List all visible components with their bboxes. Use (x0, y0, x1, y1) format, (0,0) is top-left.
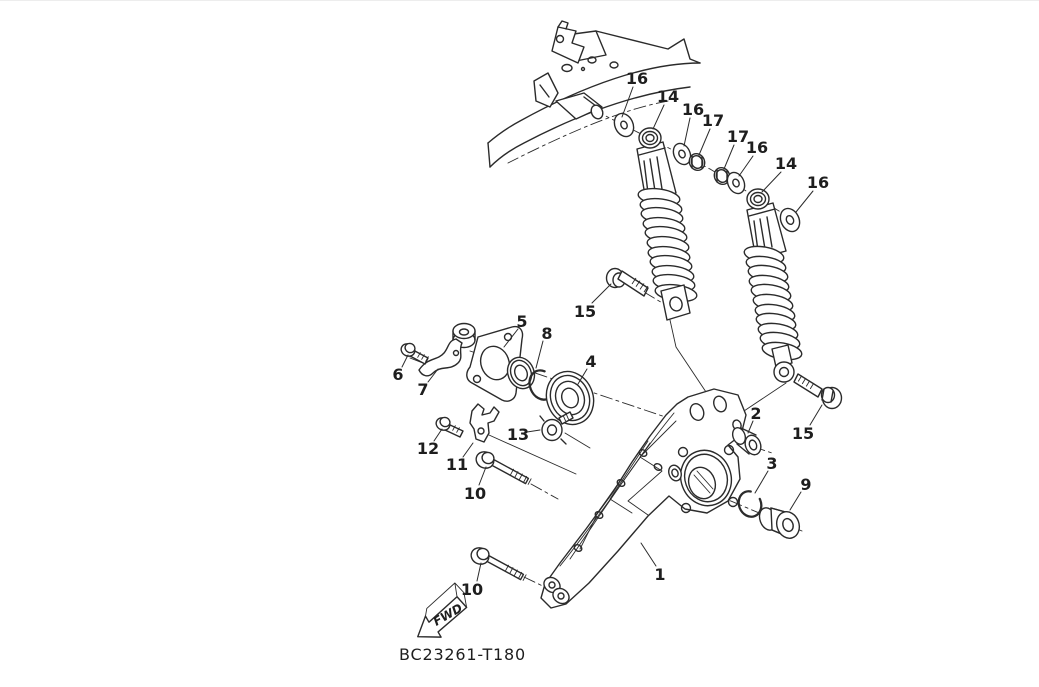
bolt-15-left (605, 267, 649, 297)
part-code: BC23261-T180 (399, 645, 526, 664)
callout-leader (754, 470, 769, 494)
top-washers-and-nuts (613, 112, 801, 233)
callout-leader (795, 190, 814, 213)
callout-label: 7 (417, 380, 428, 399)
bolt-10-lower (470, 547, 527, 581)
bolt-10-upper (475, 451, 532, 485)
right-shock-absorber (743, 188, 803, 383)
callout-label: 9 (800, 475, 811, 494)
callout-leader (503, 328, 519, 348)
callout-leader (433, 428, 443, 442)
bearing-4 (545, 370, 595, 426)
bracket-7 (418, 338, 463, 377)
bracket-11 (469, 403, 500, 443)
callout-label: 12 (417, 439, 439, 458)
callout-leader (476, 562, 482, 582)
callout-label: 4 (585, 352, 596, 371)
callout-leader (591, 283, 612, 304)
callout-leader (738, 155, 754, 177)
bolt-15-right (793, 373, 843, 410)
callout-label: 3 (766, 454, 777, 473)
bolt-12 (435, 416, 464, 438)
bushing-2 (731, 427, 762, 456)
callout-label: 14 (775, 154, 797, 173)
callout-label: 16 (682, 100, 704, 119)
callout-label: 6 (392, 365, 403, 384)
right-small-parts (731, 427, 801, 539)
callout-leader (577, 368, 588, 385)
fwd-symbol: FWD (417, 582, 468, 638)
callout-label: 17 (727, 127, 749, 146)
left-shock-absorber (636, 127, 698, 321)
callout-label: 10 (464, 484, 486, 503)
callout-label: 15 (792, 424, 814, 443)
callout-label: 15 (574, 302, 596, 321)
frame-sketch (487, 20, 701, 168)
callout-leader (683, 117, 691, 147)
callout-label: 16 (807, 173, 829, 192)
callout-leader (535, 340, 544, 369)
bolt-6 (400, 342, 429, 365)
clamp-13 (539, 411, 574, 445)
callout-leader (698, 128, 711, 156)
callout-label: 8 (541, 324, 552, 343)
pivot-parts (400, 322, 595, 426)
linkage-parts (435, 403, 574, 581)
callout-leader (526, 429, 541, 433)
callout-label: 13 (507, 425, 529, 444)
swingarm (540, 388, 747, 609)
callout-leader (789, 491, 802, 511)
callout-leader (747, 420, 754, 434)
callout-leader (427, 368, 439, 383)
callout-label: 16 (626, 69, 648, 88)
seal-8 (506, 356, 536, 390)
callout-leader (809, 404, 823, 426)
callout-leader (478, 466, 487, 486)
callout-label: 2 (750, 404, 761, 423)
callout-leader (401, 354, 409, 368)
callout-label: 17 (702, 111, 724, 130)
callout-leader (761, 171, 782, 193)
callout-label: 16 (746, 138, 768, 157)
callout-leader (723, 144, 735, 170)
circlip-3 (737, 490, 763, 518)
callout-label: 14 (657, 87, 679, 106)
callout-label: 11 (446, 455, 468, 474)
callout-label: 5 (516, 312, 527, 331)
callout-leader (652, 104, 665, 130)
callout-leader (462, 442, 474, 458)
collar-9 (758, 507, 801, 539)
callout-label: 1 (654, 565, 665, 584)
callout-leader (640, 542, 657, 567)
callout-label: 10 (461, 580, 483, 599)
callout-leader (621, 86, 634, 118)
